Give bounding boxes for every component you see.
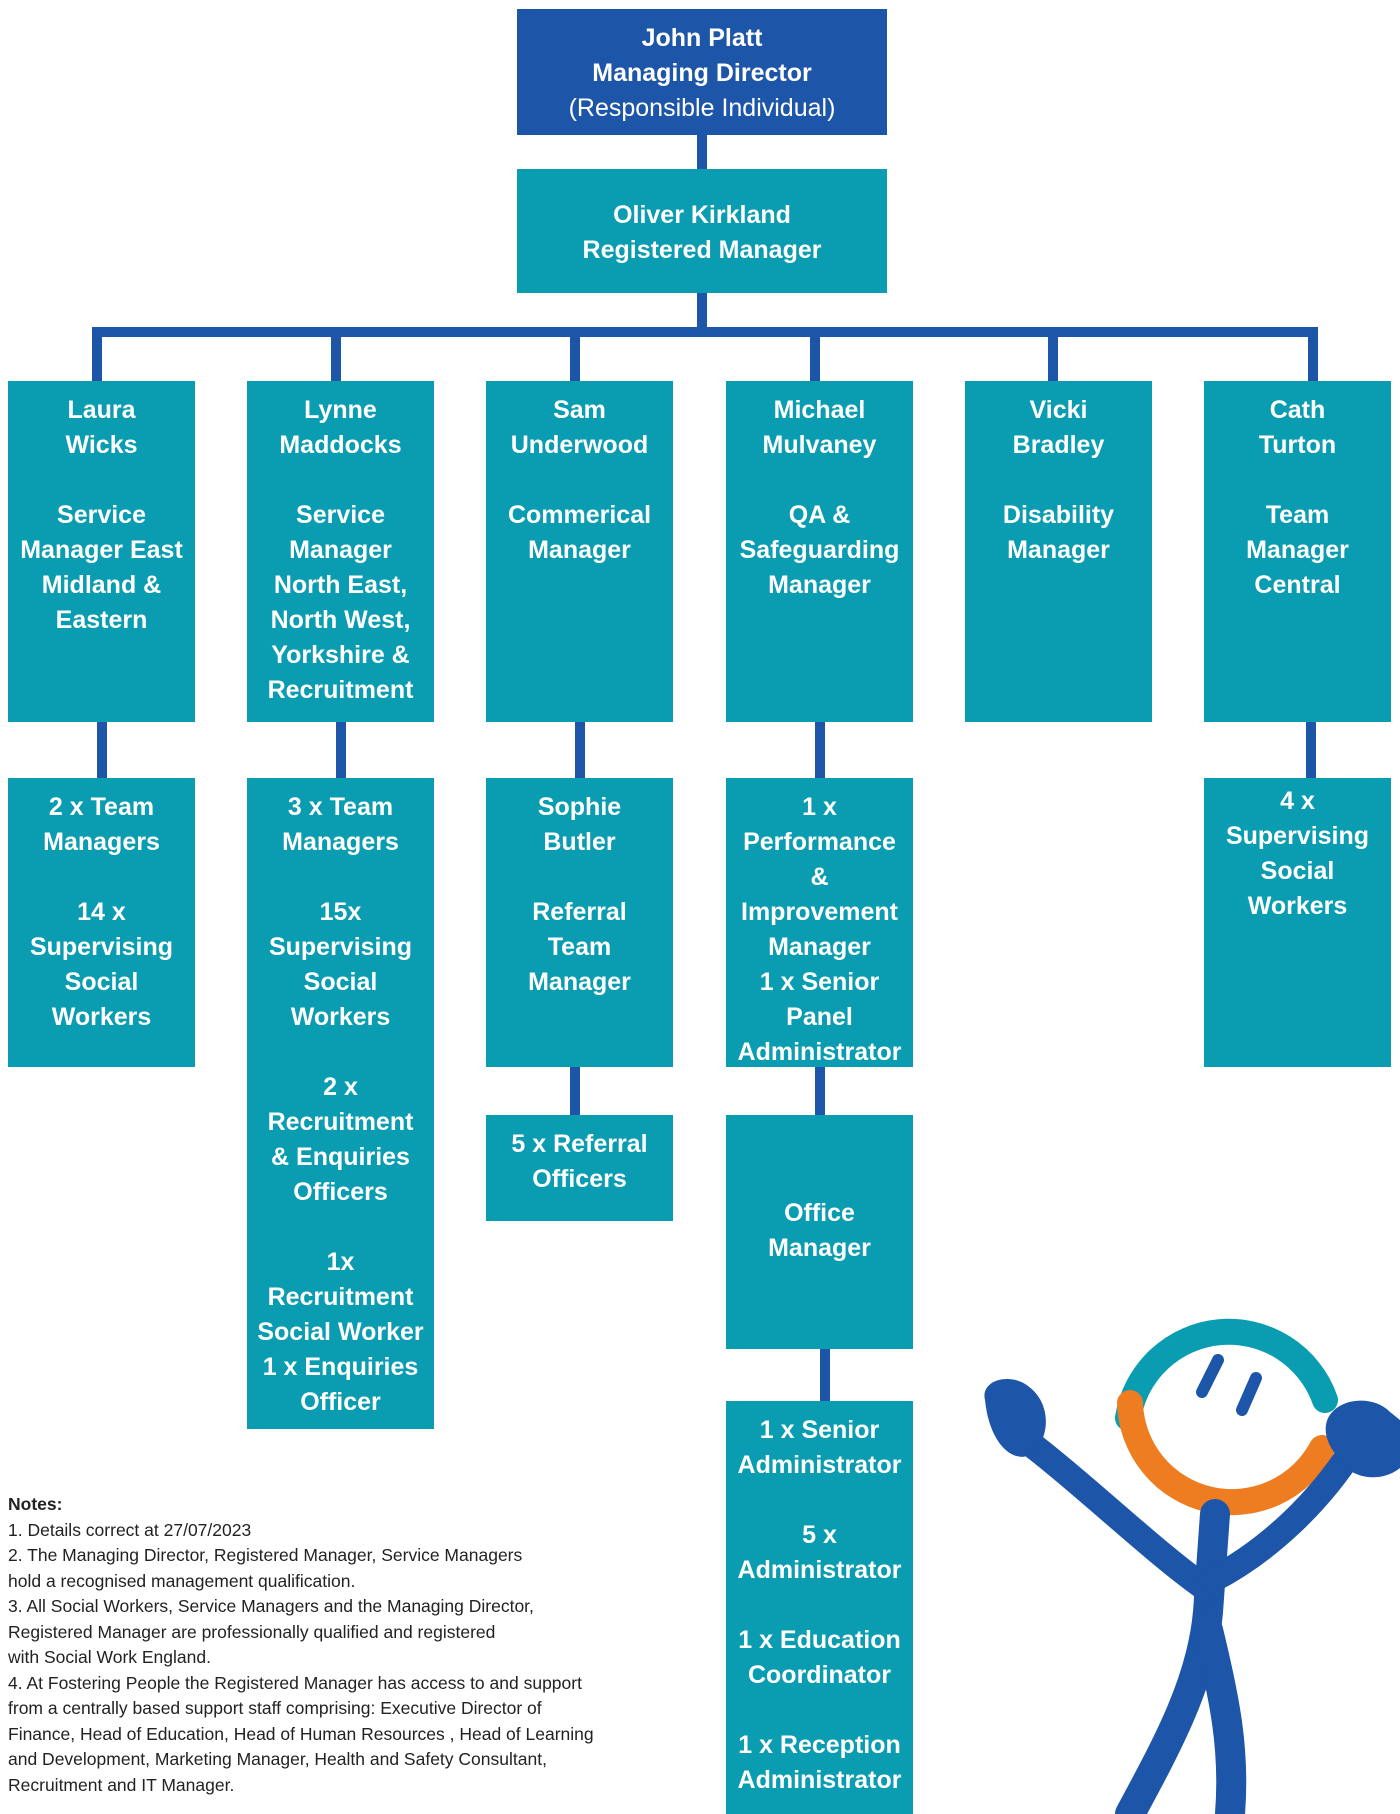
manager-box-sam-underwood: Sam Underwood Commerical Manager	[486, 381, 673, 722]
manager-box-laura-wicks: Laura Wicks Service Manager East Midland…	[8, 381, 195, 722]
note-item: 2. The Managing Director, Registered Man…	[8, 1545, 523, 1591]
manager-name: Sam Underwood	[510, 396, 649, 459]
supervising-social-workers-count: 4 x Supervising Social Workers	[1225, 787, 1370, 920]
manager-box-cath-turton: Cath Turton Team Manager Central	[1204, 381, 1391, 722]
manager-name: Laura Wicks	[65, 396, 138, 459]
performance-manager-box: 1 x Performance & Improvement Manager 1 …	[726, 778, 913, 1067]
education-coordinator-count: 1 x Education Coordinator	[738, 1626, 901, 1689]
reception-administrator-count: 1 x Reception Administrator	[737, 1731, 902, 1794]
manager-name: Vicki Bradley	[1012, 396, 1105, 459]
connector-line	[92, 327, 102, 381]
registered-manager-name: Oliver Kirkland	[613, 201, 791, 229]
senior-administrator-count: 1 x Senior Administrator	[737, 1416, 902, 1479]
laura-team-box: 2 x Team Managers 14 x Supervising Socia…	[8, 778, 195, 1067]
manager-box-vicki-bradley: Vicki Bradley Disability Manager	[965, 381, 1152, 722]
supervising-social-workers-count: 14 x Supervising Social Workers	[29, 898, 174, 1031]
manager-role: Commerical Manager	[507, 501, 652, 564]
office-manager-text: Office Manager	[768, 1199, 871, 1262]
sophie-butler-box: Sophie Butler Referral Team Manager	[486, 778, 673, 1067]
referral-officers-count: 5 x Referral Officers	[511, 1130, 648, 1193]
manager-role: QA & Safeguarding Manager	[739, 501, 900, 599]
manager-role: Service Manager North East, North West, …	[267, 501, 414, 704]
performance-manager-text: 1 x Performance & Improvement Manager 1 …	[737, 793, 902, 1066]
connector-line	[815, 1067, 825, 1115]
administrator-count: 5 x Administrator	[737, 1521, 902, 1584]
connector-line	[820, 1349, 830, 1401]
connector-line	[570, 1067, 580, 1115]
connector-line	[97, 722, 107, 778]
connector-line	[570, 327, 580, 381]
managing-director-role: Managing Director	[592, 59, 812, 87]
manager-name: Michael Mulvaney	[762, 396, 877, 459]
recruitment-social-worker-count: 1x Recruitment Social Worker 1 x Enquiri…	[257, 1248, 424, 1416]
registered-manager-box: Oliver Kirkland Registered Manager	[517, 169, 887, 293]
connector-line	[815, 722, 825, 778]
office-manager-box: Office Manager	[726, 1115, 913, 1349]
notes-title: Notes:	[8, 1494, 63, 1514]
referral-officers-box: 5 x Referral Officers	[486, 1115, 673, 1221]
team-managers-count: 3 x Team Managers	[282, 793, 399, 856]
connector-line	[575, 722, 585, 778]
connector-line	[336, 722, 346, 778]
manager-box-michael-mulvaney: Michael Mulvaney QA & Safeguarding Manag…	[726, 381, 913, 722]
manager-role: Team Manager Central	[1246, 501, 1349, 599]
manager-box-lynne-maddocks: Lynne Maddocks Service Manager North Eas…	[247, 381, 434, 722]
supervising-social-workers-count: 15x Supervising Social Workers	[268, 898, 413, 1031]
registered-manager-role: Registered Manager	[582, 236, 822, 264]
managing-director-box: John Platt Managing Director (Responsibl…	[517, 9, 887, 135]
cath-team-box: 4 x Supervising Social Workers	[1204, 778, 1391, 1067]
connector-line	[810, 327, 820, 381]
connector-line	[331, 327, 341, 381]
manager-name: Cath Turton	[1258, 396, 1337, 459]
note-item: 3. All Social Workers, Service Managers …	[8, 1596, 534, 1667]
connector-line	[1308, 327, 1318, 381]
manager-name: Lynne Maddocks	[279, 396, 402, 459]
recruitment-officers-count: 2 x Recruitment & Enquiries Officers	[267, 1073, 414, 1206]
administration-box: 1 x Senior Administrator 5 x Administrat…	[726, 1401, 913, 1814]
mascot-illustration	[984, 1318, 1400, 1814]
connector-line	[1306, 722, 1316, 778]
sophie-butler-name: Sophie Butler	[537, 793, 622, 856]
connector-line	[697, 135, 707, 170]
note-item: 4. At Fostering People the Registered Ma…	[8, 1672, 594, 1795]
managing-director-name: John Platt	[641, 24, 763, 52]
connector-line	[1048, 327, 1058, 381]
notes-section: Notes: 1. Details correct at 27/07/2023 …	[8, 1492, 708, 1798]
managing-director-subtitle: (Responsible Individual)	[568, 94, 836, 122]
connector-line	[697, 293, 707, 333]
manager-role: Service Manager East Midland & Eastern	[20, 501, 183, 634]
sophie-butler-role: Referral Team Manager	[528, 898, 631, 996]
note-item: 1. Details correct at 27/07/2023	[8, 1519, 252, 1540]
lynne-team-box: 3 x Team Managers 15x Supervising Social…	[247, 778, 434, 1429]
manager-role: Disability Manager	[1002, 501, 1115, 564]
team-managers-count: 2 x Team Managers	[43, 793, 160, 856]
